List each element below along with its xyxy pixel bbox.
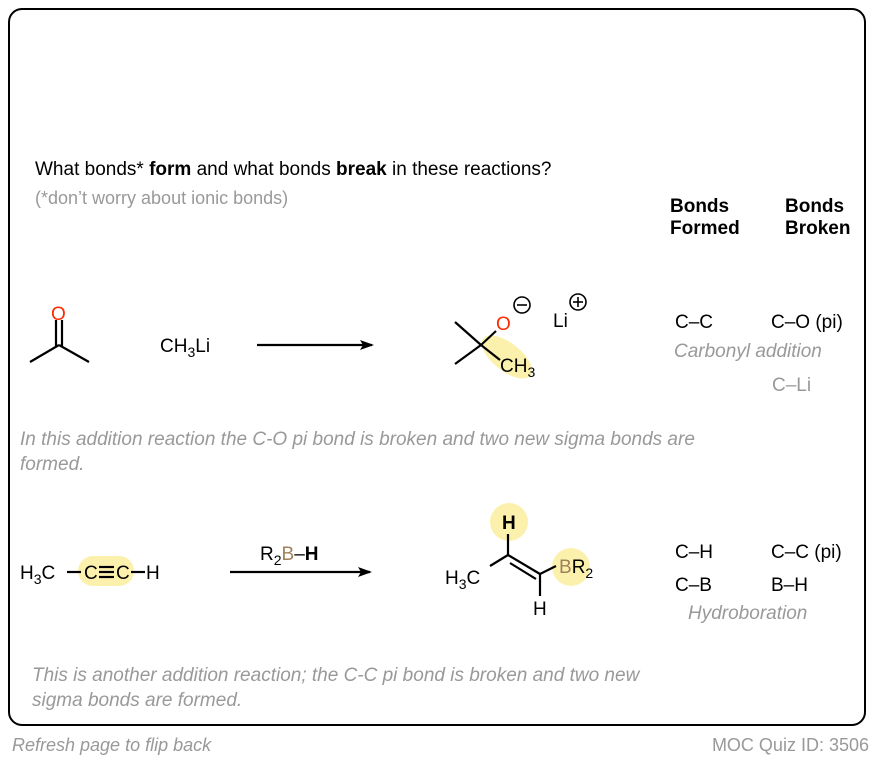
flip-back-hint[interactable]: Refresh page to flip back	[12, 735, 212, 755]
boron-atom: B	[282, 544, 295, 565]
formula-part: R	[260, 544, 274, 565]
formula-part: C	[42, 563, 56, 584]
vinyl-hydrogen: H	[533, 599, 547, 620]
question-form: form	[149, 159, 192, 180]
r1-reaction-name: Carbonyl addition	[674, 341, 822, 362]
ionic-note: (*don’t worry about ionic bonds)	[35, 188, 289, 208]
boryl-group: BR2	[559, 557, 593, 581]
r1-broken-bond: C–Li	[772, 375, 812, 396]
highlight-hydrogen	[490, 503, 528, 541]
quiz-id: MOC Quiz ID: 3506	[711, 735, 869, 755]
header-line: Bonds	[785, 196, 845, 217]
formula-part: C	[116, 563, 130, 584]
subscript: 3	[527, 364, 535, 380]
r1-formed-bond: C–C	[675, 312, 714, 333]
formula-part: CH	[500, 356, 527, 377]
r2-formed-bond: C–B	[675, 575, 712, 596]
formula-part: –	[294, 544, 305, 565]
positive-charge-icon	[569, 293, 587, 311]
methyl-group: CH3	[500, 356, 535, 380]
alkene-bonds	[489, 534, 557, 596]
subscript: 2	[585, 565, 593, 581]
question-text: What bonds*	[35, 159, 150, 180]
hydroborane-reagent: R2B–H	[260, 544, 319, 568]
highlight-new-bond	[481, 335, 533, 379]
added-hydrogen: H	[502, 513, 516, 534]
question: What bonds* form and what bonds break in…	[35, 159, 552, 181]
question-break: break	[336, 159, 387, 180]
question-text: and what bonds	[191, 159, 337, 180]
alkoxide-oxygen: O	[496, 314, 511, 335]
r2-explanation: This is another addition reaction; the C…	[32, 663, 639, 713]
subscript: 2	[274, 552, 282, 568]
methyl-group: H3C	[445, 568, 480, 592]
question-text: in these reactions?	[386, 159, 552, 180]
r1-broken-bond: C–O (pi)	[771, 312, 843, 333]
formula-part: CH	[160, 336, 187, 357]
explanation-line: In this addition reaction the C-O pi bon…	[20, 429, 695, 450]
r2-broken-bond: C–C (pi)	[771, 542, 842, 563]
formula-part: H	[20, 563, 34, 584]
formula-part: Li	[195, 336, 210, 357]
formula-part: R	[572, 557, 586, 578]
acetone-oxygen: O	[51, 304, 66, 325]
explanation-line: formed.	[20, 454, 85, 475]
formula-part: H	[445, 568, 459, 589]
explanation-line: sigma bonds are formed.	[32, 690, 243, 711]
r1-explanation: In this addition reaction the C-O pi bon…	[20, 427, 695, 477]
hydrogen-atom: H	[305, 544, 319, 565]
acetone-structure	[29, 320, 90, 363]
r2-formed-bond: C–H	[675, 542, 714, 563]
lithium-cation: Li	[553, 311, 568, 332]
header-line: Formed	[670, 218, 740, 239]
formula-part: C	[467, 568, 481, 589]
subscript: 3	[34, 571, 42, 587]
header-line: Broken	[785, 218, 851, 239]
subscript: 3	[187, 344, 195, 360]
explanation-line: This is another addition reaction; the C…	[32, 665, 640, 686]
header-line: Bonds	[670, 196, 730, 217]
r2-reaction-name: Hydroboration	[688, 603, 808, 624]
boron-atom: B	[559, 557, 572, 578]
highlight-boron	[552, 548, 590, 586]
formula-part: C	[84, 563, 98, 584]
quiz-card[interactable]	[8, 8, 866, 726]
negative-charge-icon	[513, 296, 531, 314]
alkoxide-structure	[454, 321, 501, 365]
subscript: 3	[459, 576, 467, 592]
propyne-bonds	[67, 565, 145, 579]
formula-part: H	[146, 563, 160, 584]
methyllithium-reagent: CH3Li	[160, 336, 210, 360]
r2-broken-bond: B–H	[771, 575, 808, 596]
